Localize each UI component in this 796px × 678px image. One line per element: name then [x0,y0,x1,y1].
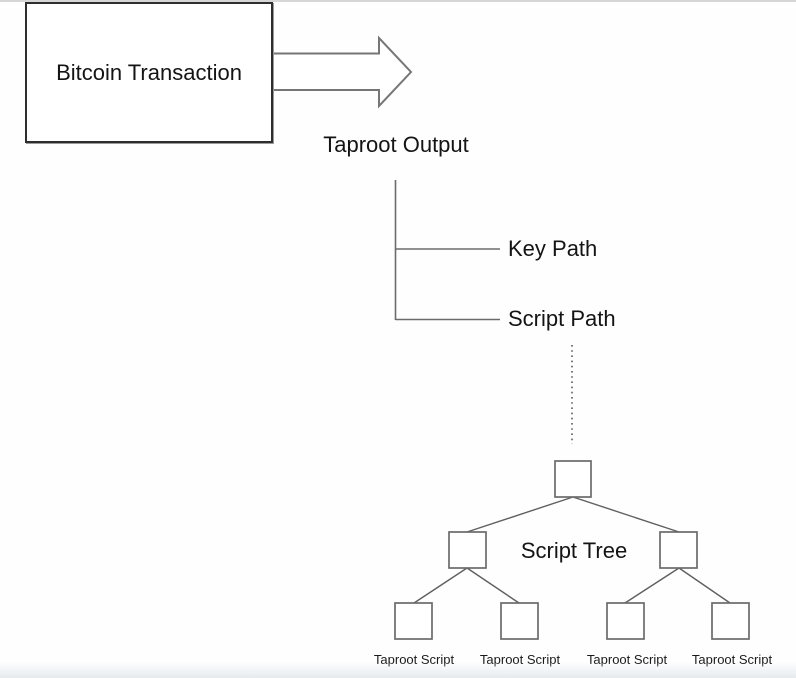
bitcoin-transaction-label: Bitcoin Transaction [56,59,242,85]
tree-node-root [554,460,592,498]
tree-edge-right-leaf3 [624,567,680,604]
tree-edge-left-leaf2 [466,567,520,604]
tree-node-leaf-3 [606,602,645,640]
script-path-label: Script Path [508,306,616,331]
tree-node-leaf-4 [711,602,750,640]
tree-node-branch-right [659,531,698,569]
bitcoin-transaction-box: Bitcoin Transaction [25,2,273,143]
script-tree-label: Script Tree [520,538,628,563]
key-path-label: Key Path [508,236,598,261]
tree-edge-root-right [572,496,680,533]
tree-node-branch-left [448,531,487,569]
taproot-output-label: Taproot Output [323,132,469,157]
tree-node-leaf-1 [394,602,433,640]
tree-edge-left-leaf1 [413,567,468,604]
bottom-fade [0,662,796,678]
tree-edge-root-left [466,496,574,533]
tree-edge-right-leaf4 [678,567,731,604]
right-arrow-icon [272,35,413,109]
tree-node-leaf-2 [500,602,539,640]
top-divider [0,0,796,2]
